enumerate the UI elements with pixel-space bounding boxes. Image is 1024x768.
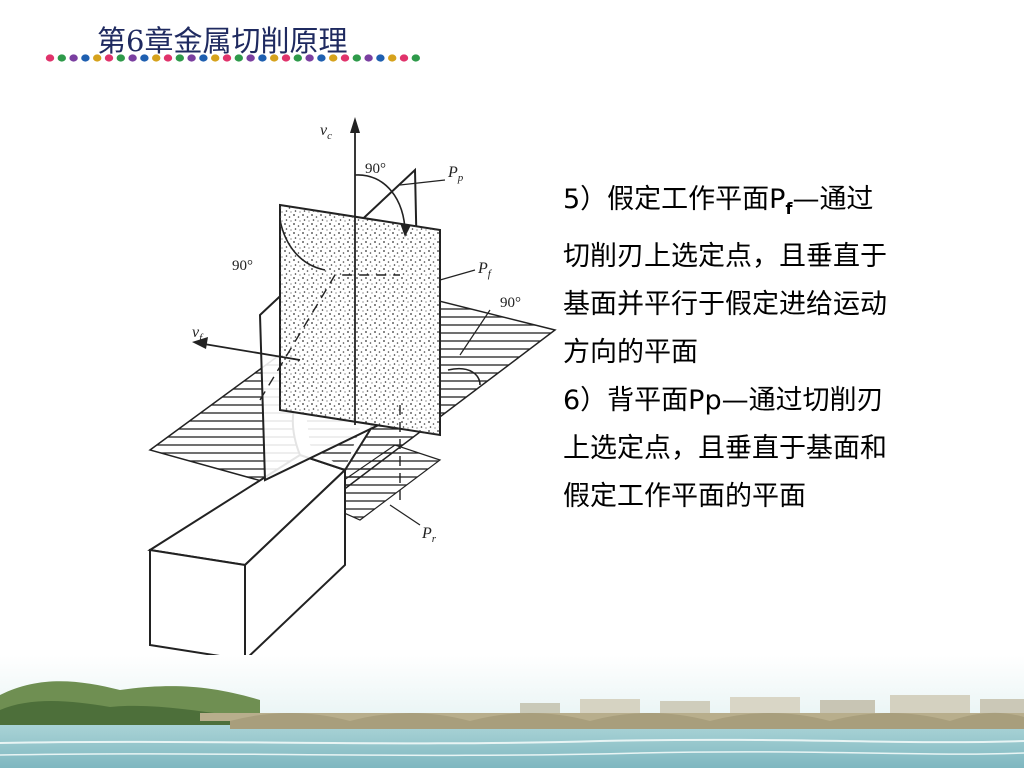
- slide-title: 第6章金属切削原理: [97, 24, 348, 58]
- decorative-dot: [81, 54, 90, 62]
- item-5-line-2: 切削刃上选定点，且垂直于: [563, 241, 887, 272]
- decorative-dot: [258, 54, 267, 62]
- decorative-dot: [364, 54, 373, 62]
- decorative-dot: [211, 54, 220, 62]
- item-5-line-3: 基面并平行于假定进给运动: [563, 289, 887, 320]
- label-angle-left: 90°: [232, 258, 253, 274]
- decorative-dot: [246, 54, 255, 62]
- decorative-dot: [293, 54, 302, 62]
- label-pf: Pf: [477, 260, 493, 280]
- hidden-lines: [259, 274, 400, 401]
- tool-shank-front: [149, 548, 246, 662]
- label-vf: vf: [192, 324, 204, 344]
- label-pr: Pr: [421, 525, 437, 545]
- decorative-dot: [163, 54, 173, 62]
- item-6-line-1: 6）背平面Pp—通过切削刃: [563, 385, 884, 416]
- decorative-dot: [234, 54, 243, 62]
- decorative-dot: [399, 54, 409, 62]
- decorative-dot: [104, 54, 114, 62]
- decorative-dot: [187, 54, 196, 62]
- decorative-dot: [45, 54, 55, 62]
- vf-arrowhead: [192, 337, 208, 349]
- decorative-dot: [388, 54, 397, 62]
- decorative-dot: [340, 54, 350, 62]
- decorative-dot: [376, 54, 385, 62]
- decorative-dot: [116, 54, 126, 62]
- label-vc: vc: [320, 122, 332, 142]
- angle-arc-top: [354, 174, 406, 234]
- footer-landscape-bridge: [0, 655, 1024, 768]
- vf-axis: [197, 342, 301, 361]
- label-pp: Pp: [447, 164, 464, 184]
- decorative-dot: [69, 54, 78, 62]
- item-6-line-3: 假定工作平面的平面: [563, 481, 806, 512]
- decorative-dot: [411, 54, 420, 62]
- angle-arc-right: [447, 367, 481, 386]
- item-6-line-2: 上选定点，且垂直于基面和: [563, 433, 887, 464]
- decorative-dot-row: [45, 54, 420, 62]
- decorative-dot: [270, 54, 279, 62]
- decorative-dot: [57, 54, 66, 62]
- vc-arrowhead: [350, 117, 360, 133]
- decorative-dot: [305, 54, 314, 62]
- tool-shank-side: [244, 467, 346, 663]
- body-text: 5）假定工作平面Pf—通过 切削刃上选定点，且垂直于 基面并平行于假定进给运动 …: [563, 176, 983, 521]
- angle-arc-left: [279, 219, 326, 271]
- decorative-dot: [128, 54, 137, 62]
- decorative-dot: [317, 54, 326, 62]
- tool-reference-planes-diagram: vc vf Pp Pf Pr 90° 90° 90°: [147, 117, 557, 663]
- item-5-line-1: 5）假定工作平面Pf—通过: [563, 184, 874, 218]
- decorative-dot: [222, 54, 232, 62]
- decorative-dot: [175, 54, 184, 62]
- label-angle-top: 90°: [365, 161, 386, 177]
- decorative-dot: [152, 54, 161, 62]
- decorative-dot: [352, 54, 361, 62]
- decorative-dot: [140, 54, 149, 62]
- decorative-dot: [93, 54, 102, 62]
- decorative-dot: [281, 54, 291, 62]
- decorative-dot: [329, 54, 338, 62]
- label-angle-right: 90°: [500, 295, 521, 311]
- decorative-dot: [199, 54, 208, 62]
- item-5-line-4: 方向的平面: [563, 337, 698, 368]
